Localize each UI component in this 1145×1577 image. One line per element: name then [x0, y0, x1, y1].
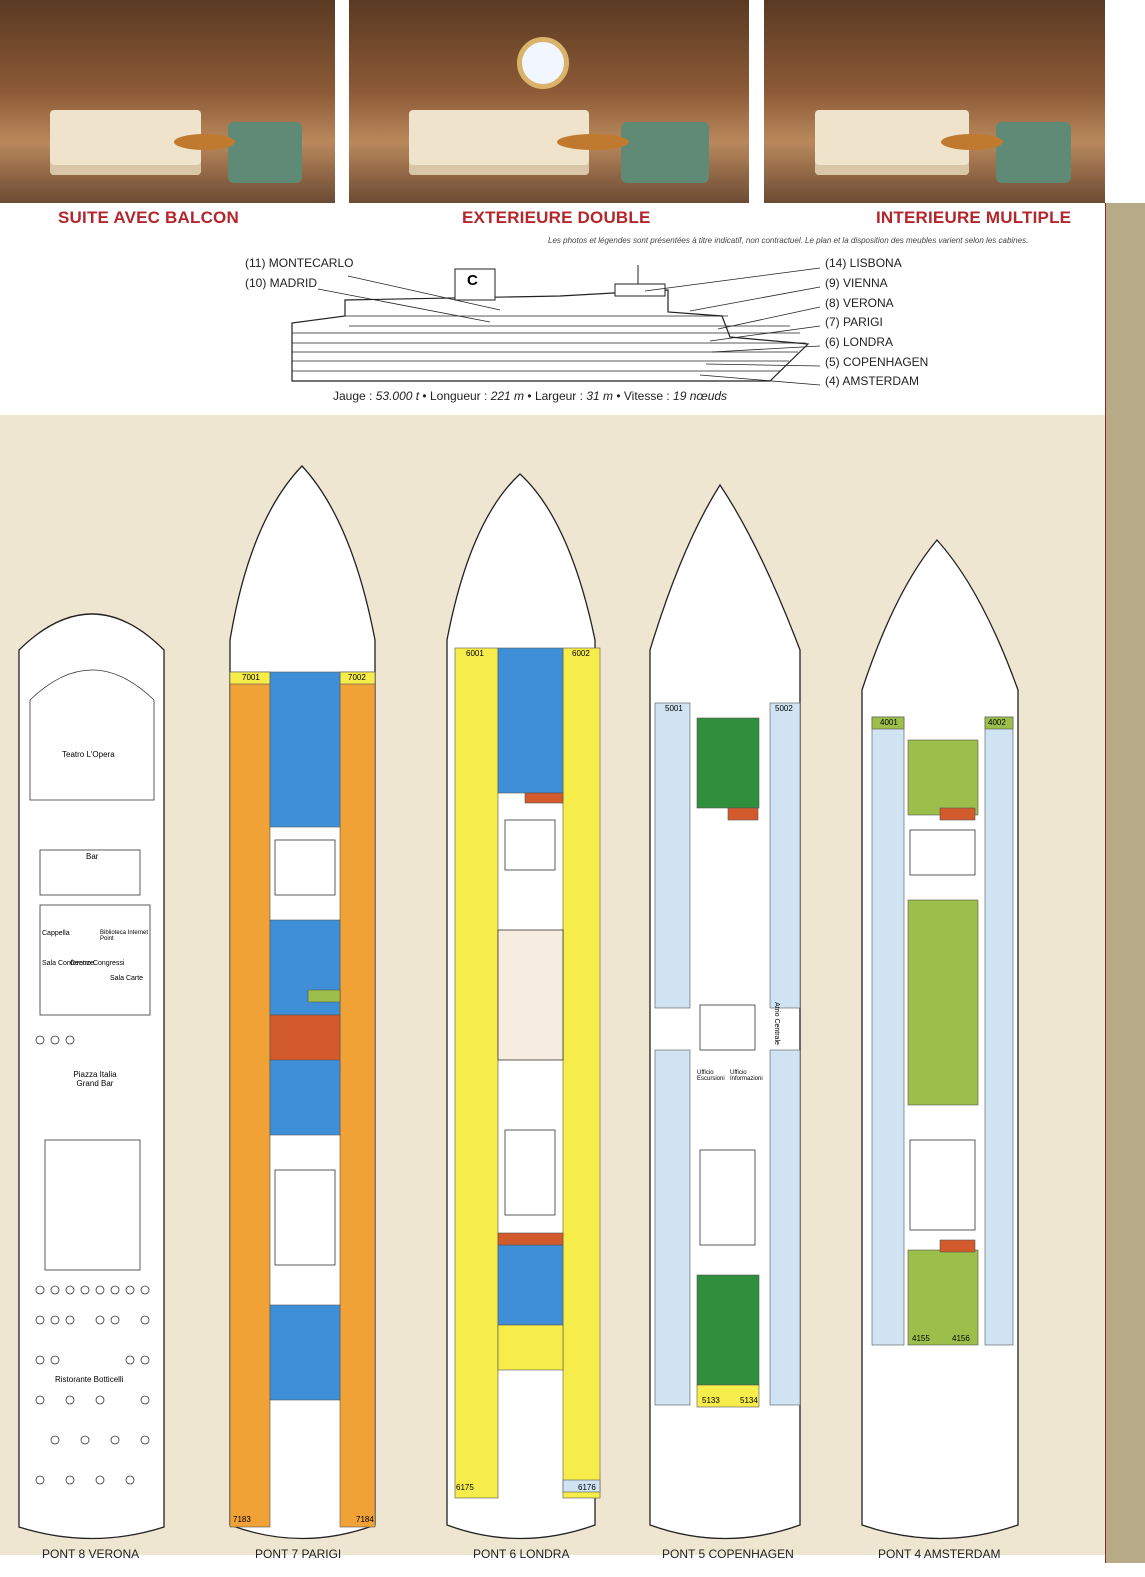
disclaimer: Les photos et légendes sont présentées à… [548, 236, 1029, 245]
caption-interior: INTERIEURE MULTIPLE [876, 208, 1072, 227]
venue-cappella: Cappella [42, 930, 70, 937]
deck-label-parigi: (7) PARIGI [825, 315, 883, 329]
funnel-letter: C [467, 272, 478, 289]
deck-title-4: PONT 4 AMSTERDAM [878, 1547, 1001, 1561]
photo-suite [0, 0, 335, 203]
deck-label-lisbona: (14) LISBONA [825, 256, 902, 270]
venue-ristorante: Ristorante Botticelli [55, 1375, 124, 1384]
cabin-7184: 7184 [356, 1515, 374, 1524]
cabin-6176: 6176 [578, 1483, 596, 1492]
venue-bar: Bar [86, 852, 99, 861]
deck-title-6: PONT 6 LONDRA [473, 1547, 570, 1561]
deck-label-verona: (8) VERONA [825, 296, 894, 310]
cabin-6175: 6175 [456, 1483, 474, 1492]
caption-exterior: EXTERIEURE DOUBLE [462, 208, 651, 227]
venue-sala-carte: Sala Carte [110, 975, 144, 982]
venue-centro-congressi: Centro Congressi [70, 960, 125, 967]
cabin-7002: 7002 [348, 673, 366, 682]
venue-ufficio-escursioni: Ufficio Escursioni [697, 1070, 725, 1082]
deck-label-montecarlo: (11) MONTECARLO [245, 256, 354, 270]
cabin-4155: 4155 [912, 1334, 930, 1343]
cabin-4002: 4002 [988, 718, 1006, 727]
deck8-hull [18, 613, 165, 1540]
cabin-5002: 5002 [775, 704, 793, 713]
venue-atrio: Atrio Centrale [772, 1002, 780, 1045]
photo-exterior-double [349, 0, 749, 203]
venue-biblioteca: Biblioteca Internet Point [100, 930, 149, 942]
cabin-5133: 5133 [702, 1396, 720, 1405]
cabin-5134: 5134 [740, 1396, 758, 1405]
right-panel [1105, 203, 1145, 1563]
ship-stats: Jauge : 53.000 t • Longueur : 221 m • La… [333, 389, 728, 403]
cabin-7183: 7183 [233, 1515, 251, 1524]
deck-label-madrid: (10) MADRID [245, 276, 318, 290]
cabin-6001: 6001 [466, 649, 484, 658]
photo-interior-multiple [764, 0, 1105, 203]
cabin-5001: 5001 [665, 704, 683, 713]
deck-title-8: PONT 8 VERONA [42, 1547, 140, 1561]
ship-profile [291, 265, 821, 386]
cabin-6002: 6002 [572, 649, 590, 658]
caption-suite: SUITE AVEC BALCON [58, 208, 239, 227]
cabin-4156: 4156 [952, 1334, 970, 1343]
deck-label-londra: (6) LONDRA [825, 335, 894, 349]
venue-teatro: Teatro L'Opera [62, 750, 115, 759]
cabin-4001: 4001 [880, 718, 898, 727]
venue-sala-conferenze: Sala Conferenze [42, 960, 95, 967]
deck-title-5: PONT 5 COPENHAGEN [662, 1547, 794, 1561]
deck-label-amsterdam: (4) AMSTERDAM [825, 374, 920, 388]
cabin-7001: 7001 [242, 673, 260, 682]
deck-label-copenhagen: (5) COPENHAGEN [825, 355, 929, 369]
venue-piazza-italia: Piazza Italia Grand Bar [73, 1070, 117, 1088]
venue-ufficio-informazioni: Ufficio Informazioni [730, 1070, 763, 1082]
deck-label-vienna: (9) VIENNA [825, 276, 888, 290]
deck-title-7: PONT 7 PARIGI [255, 1547, 342, 1561]
